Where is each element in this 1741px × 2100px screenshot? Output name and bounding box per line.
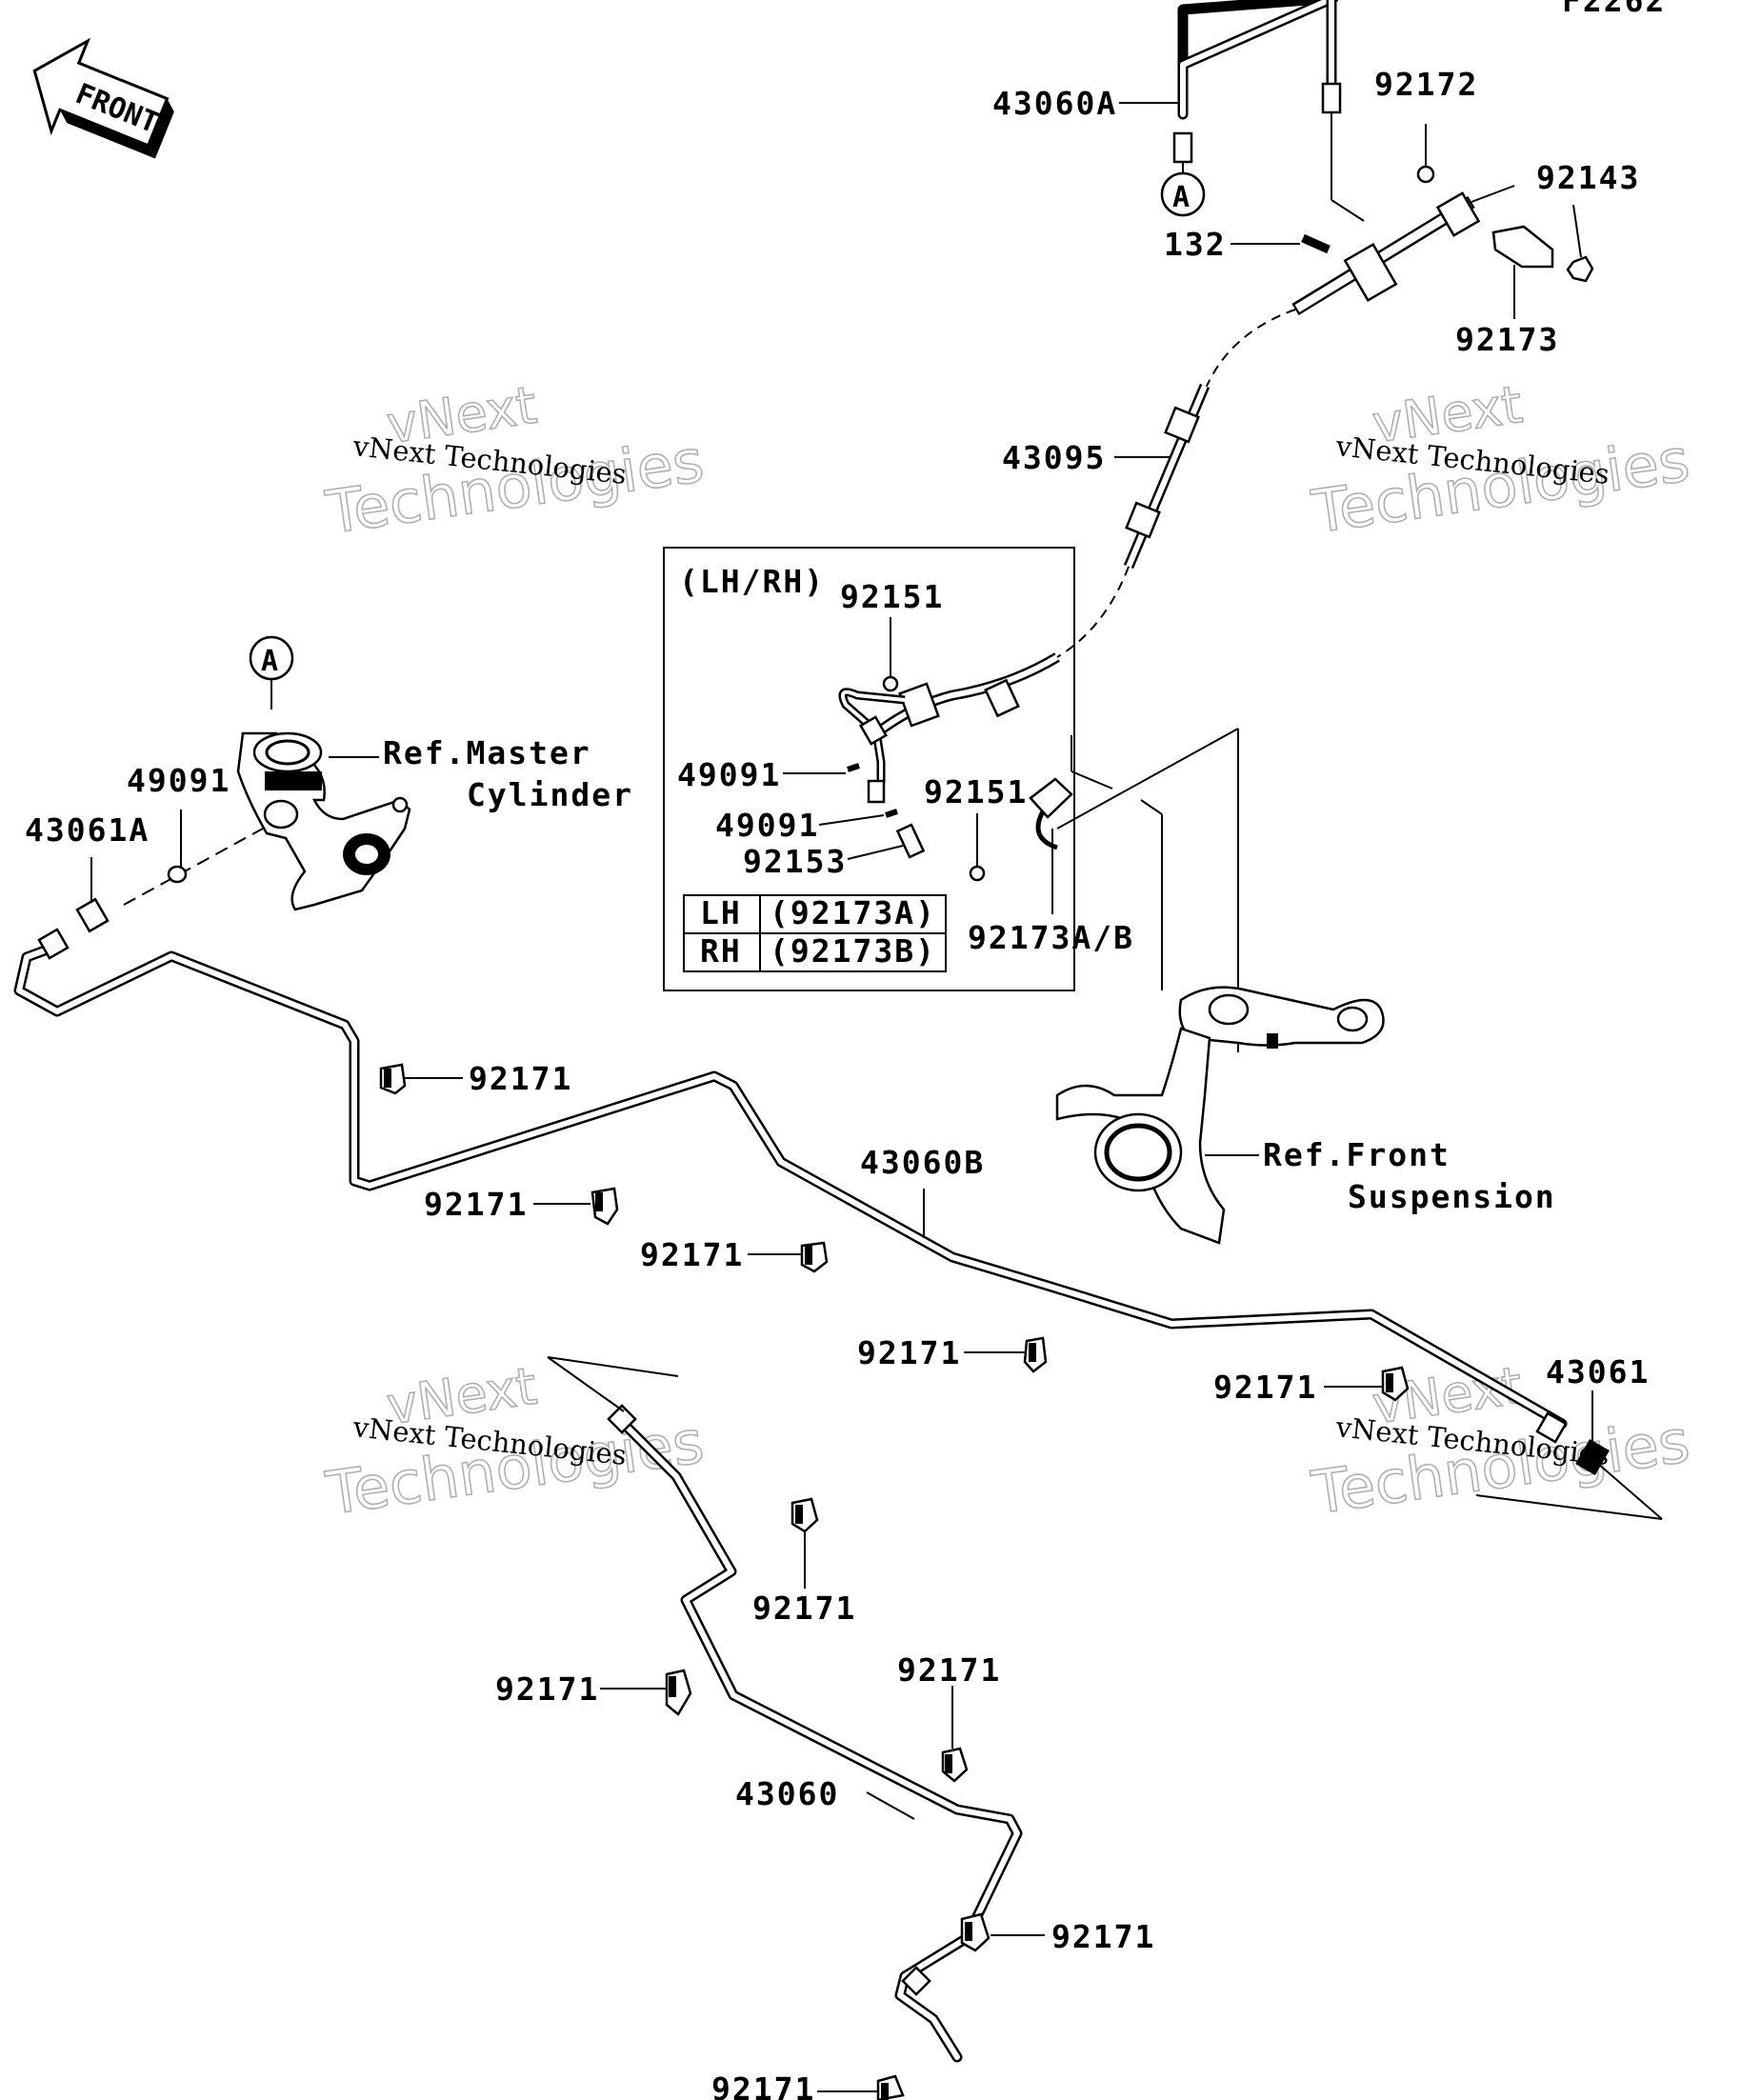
washer-49091 — [167, 865, 188, 884]
callout-92171-j: 92171 — [711, 2070, 815, 2100]
callout-43060B: 43060B — [860, 1144, 985, 1181]
callout-43060: 43060 — [735, 1775, 839, 1812]
clamp-92171-d — [1023, 1336, 1048, 1373]
flare-end-43060B — [37, 928, 70, 960]
callout-92173: 92173 — [1455, 321, 1559, 358]
callout-labels: 43060A 92172 92143 132 92173 43095 92151… — [25, 66, 1650, 2100]
circle-marker-a-left: A — [249, 635, 294, 681]
nut-43061A — [75, 897, 110, 933]
table-side-rh: RH — [700, 932, 742, 970]
callout-43095: 43095 — [1002, 439, 1106, 476]
callout-92153: 92153 — [743, 843, 847, 880]
ref-front-suspension-2: Suspension — [1348, 1178, 1556, 1215]
ref-master-cylinder-1: Ref.Master — [383, 734, 591, 771]
svg-text:A: A — [1172, 181, 1190, 214]
table-part-lh: (92173A) — [770, 894, 936, 931]
flare-end-43060B-right — [1535, 1411, 1568, 1444]
callout-92173AB: 92173A/B — [968, 919, 1134, 956]
clamp-92171-i — [960, 1912, 991, 1952]
clamp-92171-j — [876, 2074, 905, 2100]
inset-table: LH (92173A) RH (92173B) — [683, 894, 947, 972]
table-part-rh: (92173B) — [770, 932, 936, 970]
callout-92171-c: 92171 — [640, 1236, 744, 1273]
callout-92171-g: 92171 — [495, 1670, 599, 1708]
clamp-92171-c — [800, 1241, 829, 1273]
circle-marker-a-top: A — [1160, 171, 1206, 217]
callout-132: 132 — [1164, 226, 1227, 263]
master-cylinder — [236, 731, 411, 911]
cable-end-sleeve — [1435, 191, 1481, 237]
callout-43061A: 43061A — [25, 811, 150, 849]
callout-92171-f: 92171 — [752, 1590, 856, 1627]
cable-grommet-upper — [1164, 406, 1200, 444]
callout-92171-e: 92171 — [1213, 1369, 1317, 1406]
callout-92171-a: 92171 — [469, 1060, 572, 1097]
callout-49091-upper: 49091 — [677, 756, 781, 793]
table-side-lh: LH — [700, 894, 742, 931]
callout-43060A: 43060A — [992, 85, 1117, 122]
flare-end-43060-top — [607, 1404, 637, 1434]
flare-end-43060-bottom — [901, 1966, 931, 1996]
clamp-92171-h — [941, 1747, 969, 1783]
fitting-top — [1321, 82, 1342, 114]
inset-clamp — [898, 682, 940, 728]
clamp-92171-g — [665, 1669, 692, 1716]
callout-49091-lower: 49091 — [715, 807, 819, 844]
inset-lh-rh: (LH/RH) LH (92173A) RH (92173B) — [663, 547, 1075, 991]
bracket-92173 — [1491, 225, 1554, 269]
nut-92143 — [1566, 255, 1594, 283]
callout-49091-master: 49091 — [127, 762, 230, 799]
inset-grommet — [984, 678, 1020, 718]
bolt-92151-upper — [882, 675, 899, 692]
callout-92171-h: 92171 — [897, 1651, 1001, 1689]
callout-92171-d: 92171 — [857, 1334, 961, 1371]
leader-lines — [90, 102, 1582, 2092]
front-suspension-knuckle — [1055, 986, 1385, 1245]
clamp-92171-f — [790, 1497, 819, 1533]
callout-92143: 92143 — [1536, 159, 1640, 196]
clamp-92171-a — [379, 1063, 407, 1095]
callout-92151-lower: 92151 — [924, 773, 1028, 810]
svg-text:A: A — [261, 645, 278, 678]
callout-43061: 43061 — [1546, 1353, 1650, 1390]
cable-grommet-lower — [1125, 501, 1161, 539]
ref-master-cylinder-2: Cylinder — [467, 776, 633, 813]
callout-92172: 92172 — [1374, 66, 1478, 103]
callout-92171-i: 92171 — [1051, 1918, 1155, 1955]
diagram-code: F2262 — [1562, 0, 1666, 19]
inset-title: (LH/RH) — [679, 563, 825, 600]
front-arrow-icon: FRONT — [32, 37, 174, 159]
ref-front-suspension-1: Ref.Front — [1263, 1136, 1451, 1173]
clamp-92171-e — [1381, 1366, 1410, 1402]
bolt-92151-lower — [969, 865, 986, 882]
bleeder-92153 — [895, 823, 926, 859]
cable-bracket — [1343, 243, 1398, 302]
callout-92151-upper: 92151 — [840, 578, 944, 615]
bracket-92173AB — [1029, 777, 1073, 819]
fitting-43060A — [1172, 131, 1193, 164]
clamp-92171-b — [590, 1187, 619, 1226]
callout-92171-b: 92171 — [424, 1186, 528, 1223]
brake-line-43060A — [1177, 0, 1339, 70]
